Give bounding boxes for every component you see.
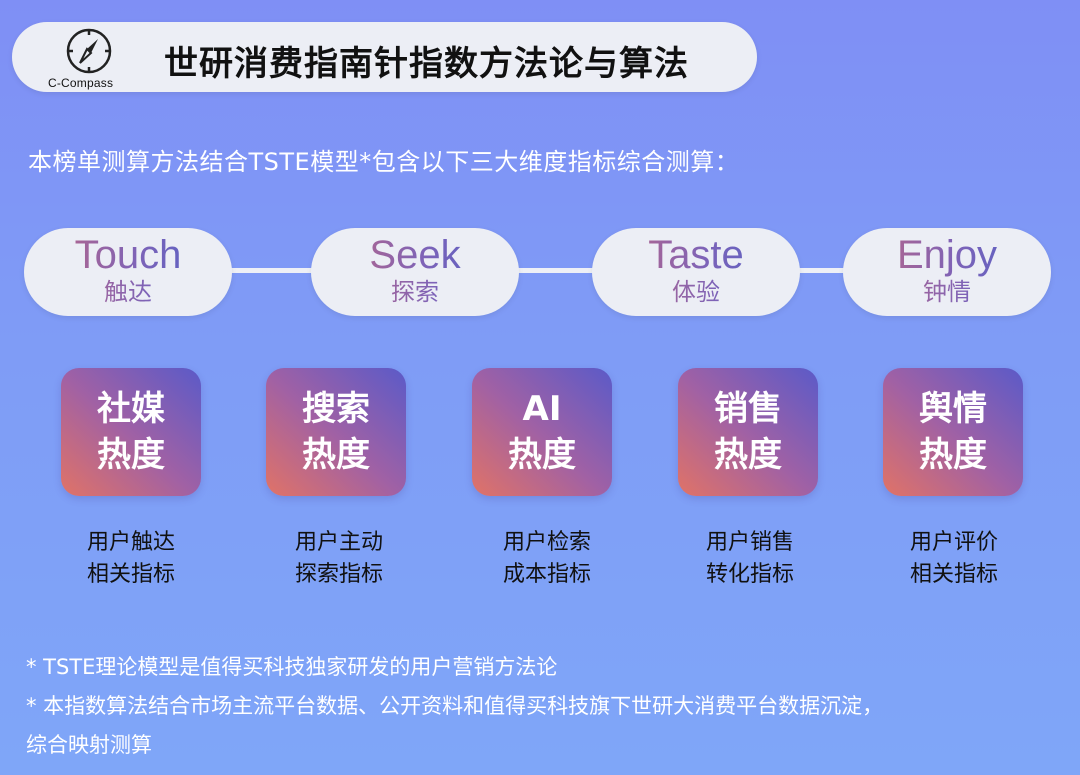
tile-line1: 搜索 [302,389,370,429]
compass-icon [66,28,112,74]
footnote: 综合映射测算 [26,733,152,757]
tile-line2: 热度 [302,435,370,475]
tile-line1: AI [522,389,562,429]
tile-line2: 热度 [508,435,576,475]
page-title: 世研消费指南针指数方法论与算法 [164,44,689,84]
footnote: * TSTE理论模型是值得买科技独家研发的用户营销方法论 [26,655,558,679]
pill-zh-label: 触达 [24,278,232,306]
metric-tile-sentiment: 舆情 热度 [883,368,1023,496]
desc-line1: 用户销售 [705,530,794,555]
metric-tile-search: 搜索 热度 [266,368,406,496]
logo: C-Compass [48,24,128,90]
tile-line2: 热度 [97,435,165,475]
desc-line1: 用户检索 [502,530,591,555]
metric-tile-ai: AI 热度 [472,368,612,496]
desc-line1: 用户触达 [86,530,175,555]
tile-line2: 热度 [919,435,987,475]
tile-line2: 热度 [714,435,782,475]
pill-en-label: Taste [592,232,800,278]
tile-line1: 舆情 [919,389,987,429]
desc-line2: 相关指标 [909,562,998,587]
pill-zh-label: 钟情 [843,278,1051,306]
metric-description: 用户触达 相关指标 [51,527,211,591]
metric-description: 用户主动 探索指标 [259,527,419,591]
tile-line1: 销售 [714,389,782,429]
desc-line2: 探索指标 [294,562,383,587]
metric-tile-social: 社媒 热度 [61,368,201,496]
pill-touch: Touch 触达 [24,228,232,316]
desc-line1: 用户评价 [909,530,998,555]
metric-tile-sales: 销售 热度 [678,368,818,496]
pill-taste: Taste 体验 [592,228,800,316]
pill-en-label: Touch [24,232,232,278]
dimension-connector-line [180,268,900,273]
pill-zh-label: 探索 [311,278,519,306]
pill-seek: Seek 探索 [311,228,519,316]
desc-line2: 成本指标 [502,562,591,587]
desc-line1: 用户主动 [294,530,383,555]
desc-line2: 相关指标 [86,562,175,587]
intro-text: 本榜单测算方法结合TSTE模型*包含以下三大维度指标综合测算： [28,148,740,176]
pill-enjoy: Enjoy 钟情 [843,228,1051,316]
pill-en-label: Enjoy [843,232,1051,278]
tile-line1: 社媒 [97,389,165,429]
desc-line2: 转化指标 [705,562,794,587]
footnotes: * TSTE理论模型是值得买科技独家研发的用户营销方法论 * 本指数算法结合市场… [26,648,1066,765]
pill-en-label: Seek [311,232,519,278]
logo-text: C-Compass [48,76,114,90]
metric-description: 用户检索 成本指标 [467,527,627,591]
pill-zh-label: 体验 [592,278,800,306]
header-bar: C-Compass 世研消费指南针指数方法论与算法 [12,22,757,92]
footnote: * 本指数算法结合市场主流平台数据、公开资料和值得买科技旗下世研大消费平台数据沉… [26,694,884,718]
metric-description: 用户销售 转化指标 [670,527,830,591]
metric-description: 用户评价 相关指标 [874,527,1034,591]
